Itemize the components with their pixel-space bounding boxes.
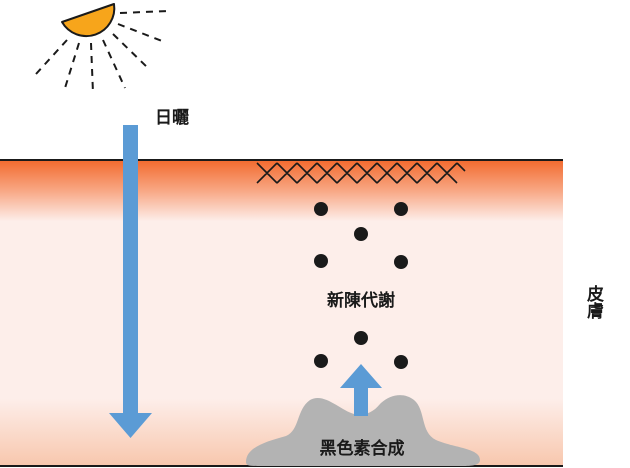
melanin-dot [394,255,408,269]
skin-label: 皮膚 [583,284,604,320]
sun-rays-icon [35,10,169,94]
melanocyte-blob [246,395,480,466]
melanin-dot [394,202,408,216]
melanin-dot [314,202,328,216]
arrow-up-icon [340,364,382,416]
melanin-dot [314,254,328,268]
melanin-dot [354,227,368,241]
sun-exposure-label: 日曬 [155,108,189,128]
metabolism-label: 新陳代謝 [327,290,395,311]
melanin-synthesis-label: 黑色素合成 [320,438,405,459]
melanin-dot [394,355,408,369]
skin-layer [0,160,563,466]
melanin-dot [314,354,328,368]
melanin-dots [314,202,408,369]
sun-icon [35,3,169,94]
melanin-dot [354,331,368,345]
arrow-down-icon [109,125,152,438]
shedding-marks [256,162,466,184]
